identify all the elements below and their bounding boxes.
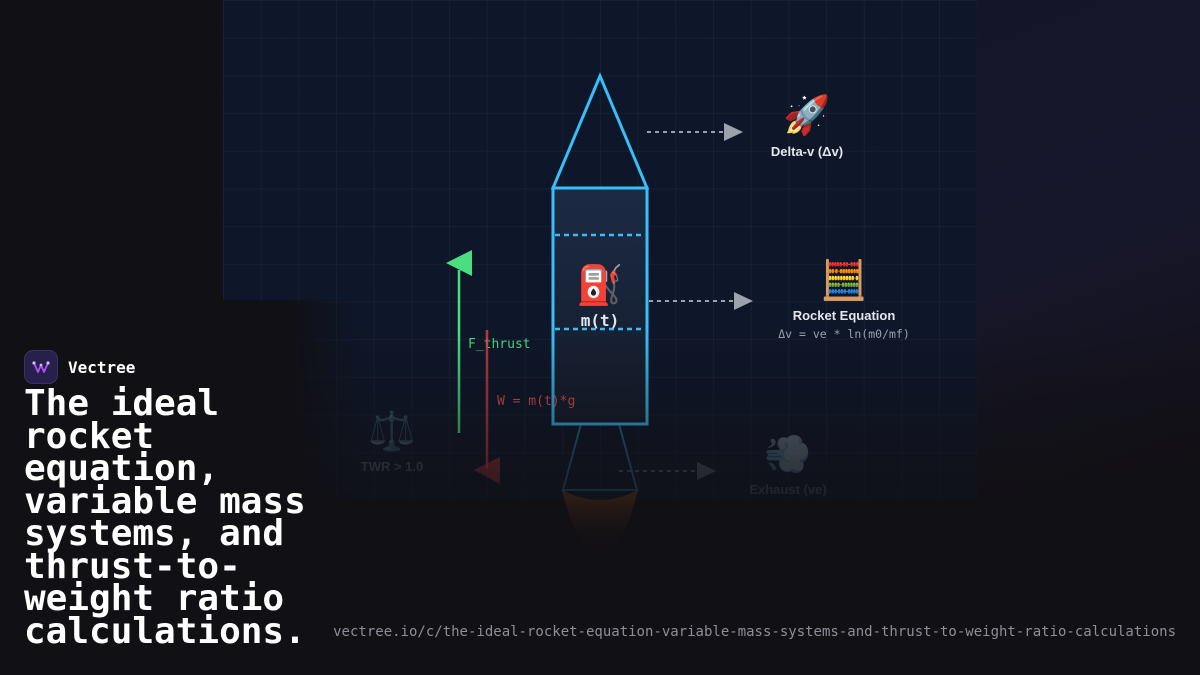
- abacus-icon: 🧮: [820, 258, 867, 302]
- thrust-label: F_thrust: [468, 337, 531, 352]
- delta-v-label: Delta-v (Δv): [771, 144, 843, 159]
- delta-v-icon: 🚀: [783, 93, 830, 137]
- fuel-mass-label: m(t): [581, 311, 620, 330]
- vectree-logo-icon: [24, 350, 58, 384]
- exhaust-flame: [562, 490, 638, 552]
- page-title: The ideal rocket equation, variable mass…: [24, 383, 306, 652]
- rocket-nose-cone: [550, 72, 650, 190]
- thrust-arrow-head: [446, 250, 472, 276]
- brand-row[interactable]: Vectree: [24, 350, 135, 384]
- exhaust-arrow-head: [697, 462, 716, 480]
- page-url[interactable]: vectree.io/c/the-ideal-rocket-equation-v…: [333, 624, 1176, 640]
- rocket-nozzle: [561, 423, 639, 491]
- twr-label: TWR > 1.0: [361, 459, 424, 474]
- fuel-icon: ⛽: [576, 263, 623, 307]
- brand-name: Vectree: [68, 357, 136, 377]
- rocket-equation-label: Rocket Equation: [793, 308, 896, 323]
- rocket-equation-arrow-head: [734, 292, 753, 310]
- exhaust-label: Exhaust (ve): [749, 482, 826, 497]
- exhaust-icon: 💨: [764, 432, 811, 476]
- balance-scale-icon: ⚖️: [368, 409, 415, 453]
- delta-v-arrow-head: [724, 123, 743, 141]
- rocket-equation-formula: Δv = ve * ln(m0/mf): [778, 327, 910, 341]
- weight-label: W = m(t)*g: [497, 394, 575, 409]
